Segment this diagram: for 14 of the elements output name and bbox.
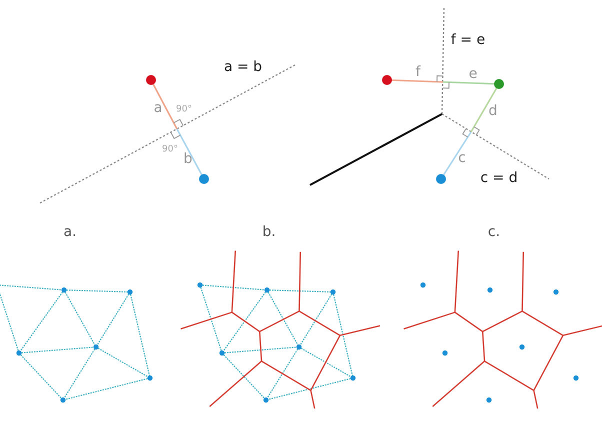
panel-label: a. <box>63 225 77 239</box>
segment-label: b <box>184 152 192 166</box>
angle-label: 90° <box>176 106 192 114</box>
panel-label: c. <box>488 225 500 239</box>
equation-label: a = b <box>224 60 262 74</box>
segment-label: f <box>416 65 420 79</box>
equation-label: c = d <box>480 171 518 185</box>
angle-label: 90° <box>162 146 178 154</box>
segment-label: e <box>468 67 478 81</box>
equation-label: f = e <box>450 33 486 47</box>
segment-label: d <box>488 104 498 118</box>
segment-label: c <box>458 151 466 165</box>
panel-label: b. <box>262 225 276 239</box>
segment-label: a <box>154 101 162 115</box>
